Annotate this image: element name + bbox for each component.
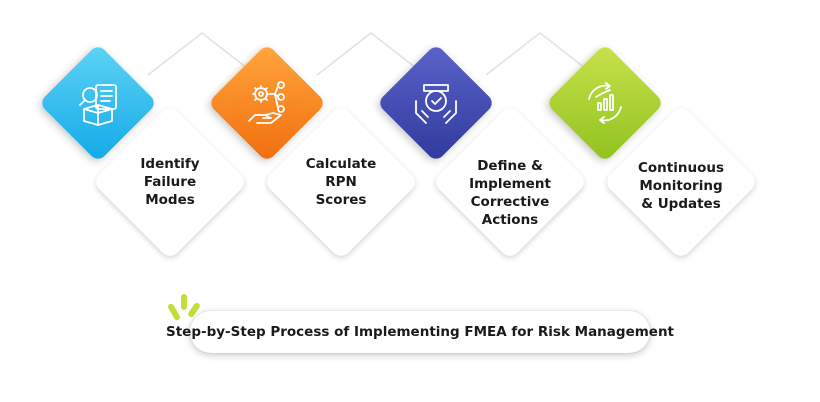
connector-outline-2	[316, 32, 426, 76]
connector-outline-3	[485, 32, 595, 76]
connector-outline-1	[147, 32, 257, 76]
gears-hand-icon	[248, 81, 285, 124]
step-2-icon-diamond	[211, 47, 323, 159]
sparkle-accent-icon	[168, 294, 200, 321]
cycle-chart-icon	[588, 82, 622, 124]
step-3-label-diamond	[436, 108, 584, 256]
step-4-label-diamond	[607, 108, 755, 256]
step-2-label: Calculate RPN Scores	[305, 156, 377, 208]
diagram-caption: Step-by-Step Process of Implementing FME…	[166, 311, 674, 353]
search-document-box-icon	[79, 84, 117, 126]
step-2-label-diamond	[267, 108, 415, 256]
step-1-label-diamond	[96, 108, 244, 256]
step-3-label: Define & Implement Corrective Actions	[469, 158, 551, 228]
step-4-label: Continuous Monitoring & Updates	[637, 160, 725, 212]
step-4-icon-diamond	[549, 47, 661, 159]
step-1-label: Identify Failure Modes	[140, 156, 200, 208]
step-1-icon-diamond	[42, 47, 154, 159]
check-badge-hands-icon	[415, 84, 457, 124]
